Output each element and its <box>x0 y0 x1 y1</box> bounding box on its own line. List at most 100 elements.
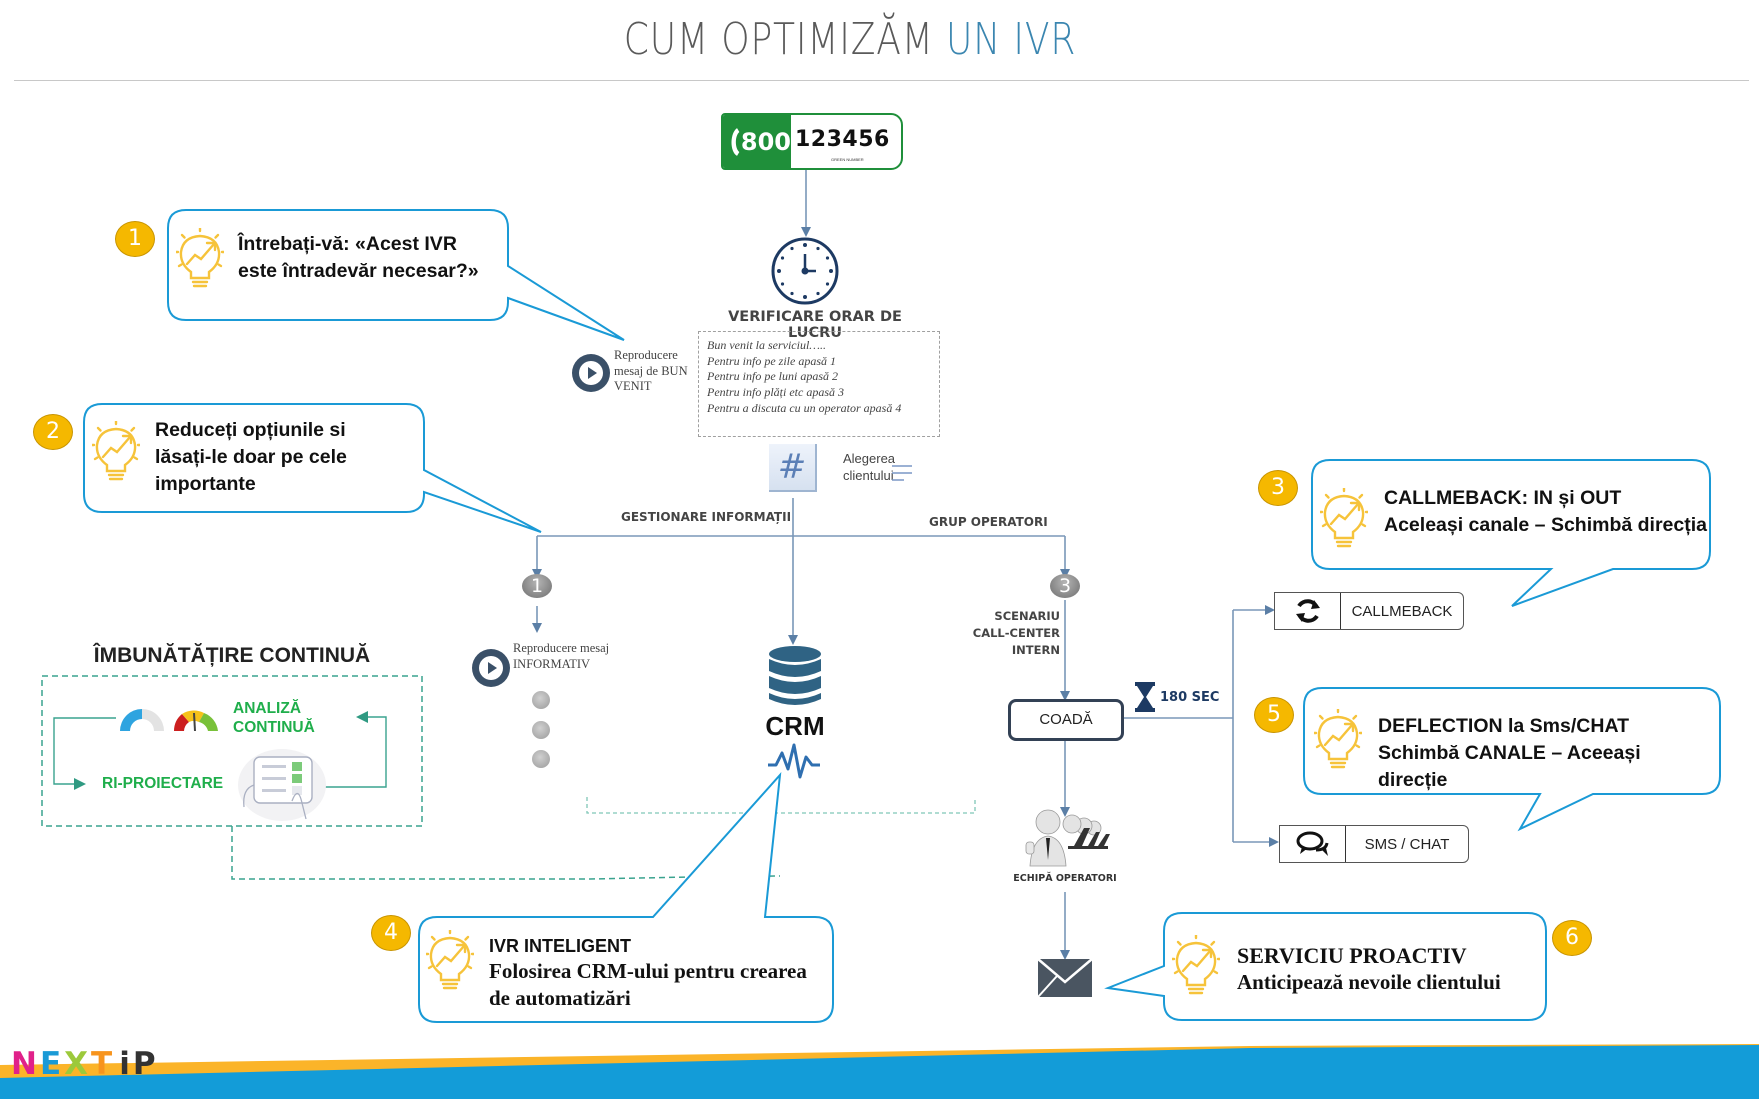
sms-chat-icon-cell <box>1280 826 1346 862</box>
callout-badge-2: 2 <box>33 414 73 450</box>
more-options-dot <box>532 691 550 709</box>
callmeback-icon-cell <box>1275 593 1341 629</box>
improvement-title: ÎMBUNĂTĂȚIRE CONTINUĂ <box>93 644 371 667</box>
chat-icon <box>1296 831 1328 856</box>
keypad-hash-button[interactable]: # <box>769 444 817 492</box>
phone-number-badge: 800 123456 GREEN NUMBER <box>721 113 903 170</box>
queue-box[interactable]: COADĂ <box>1008 699 1124 741</box>
callout-line: SERVICIU PROACTIV <box>1237 943 1467 968</box>
analysis-label: ANALIZĂ CONTINUĂ <box>233 699 315 737</box>
ivr-menu-line: Pentru info pe zile apasă 1 <box>707 353 836 368</box>
callout-line: Reduceți opțiunile si <box>155 419 346 441</box>
callout-badge-5: 5 <box>1254 697 1294 733</box>
page-title: CUM OPTIMIZĂM UN IVR <box>153 14 1547 65</box>
phone-caption: GREEN NUMBER <box>831 157 864 162</box>
callmeback-channel[interactable]: CALLMEBACK <box>1274 592 1464 630</box>
hourglass-icon <box>1135 682 1155 712</box>
callout-shape-5 <box>1303 687 1721 832</box>
scenario-line: SCENARIU <box>994 609 1060 623</box>
scenario-label: SCENARIU CALL-CENTER INTERN <box>960 608 1060 659</box>
work-hours-label: VERIFICARE ORAR DE LUCRU <box>728 309 902 341</box>
phone-handset-icon <box>731 127 740 156</box>
callout-line: Aceleași canale – Schimbă direcția <box>1384 514 1708 536</box>
callout-line: Anticipează nevoile clientului <box>1237 970 1501 994</box>
sms-chat-channel-label: SMS / CHAT <box>1364 835 1450 853</box>
crm-label: CRM <box>765 711 825 741</box>
callout-badge-4: 4 <box>371 915 411 951</box>
list-lines-icon <box>892 465 912 481</box>
gauges-icon <box>120 709 218 732</box>
branch-number-1: 1 <box>522 574 552 598</box>
idea-bulb-icon <box>426 930 474 990</box>
footer-blue-band <box>0 1045 1759 1099</box>
envelope-icon <box>1037 958 1093 998</box>
play-icon <box>479 656 503 680</box>
callout-line: DEFLECTION la Sms/CHAT <box>1378 715 1629 737</box>
welcome-message-label: Reproducere mesaj de BUN VENIT <box>614 348 688 393</box>
crm-bracket <box>586 797 976 814</box>
callout-line: Întrebați-vă: «Acest IVR <box>238 233 457 255</box>
ivr-menu-line: Pentru info plăți etc apasă 3 <box>707 385 844 400</box>
logo-letter: P <box>132 1046 157 1082</box>
callout-shape-3 <box>1311 459 1711 607</box>
callout-line: lăsați-le doar pe cele <box>155 446 347 468</box>
scenario-line: INTERN <box>1011 643 1060 657</box>
callout-text-5: DEFLECTION la Sms/CHAT Schimbă CANALE – … <box>1378 713 1641 794</box>
analysis-line: ANALIZĂ <box>233 700 302 717</box>
logo-letter: i <box>119 1046 131 1082</box>
scenario-line: CALL-CENTER <box>972 626 1060 640</box>
callout-line: importante <box>155 473 256 495</box>
title-main: CUM OPTIMIZĂM <box>623 14 934 65</box>
callout-line: Folosirea CRM-ului pentru crearea <box>489 959 807 983</box>
loop-arrow-left <box>53 717 116 790</box>
callout-text-1: Întrebați-vă: «Acest IVR este întradevăr… <box>238 231 479 285</box>
redesign-label: RI-PROIECTARE <box>102 775 224 792</box>
idea-bulb-icon <box>92 421 140 481</box>
idea-bulb-icon <box>1320 488 1368 548</box>
more-options-dot <box>532 750 550 768</box>
hash-icon: # <box>777 447 807 487</box>
callout-shape-1 <box>167 209 625 341</box>
callmeback-channel-label: CALLMEBACK <box>1351 602 1453 620</box>
keypad-label: Alegerea clientului <box>843 451 896 483</box>
logo-letter: N <box>11 1046 38 1082</box>
ivr-menu-line: Pentru a discuta cu un operator apasă 4 <box>707 400 902 415</box>
idea-bulb-icon <box>1314 709 1362 769</box>
ivr-menu-box: Bun venit la serviciul….. Pentru info pe… <box>698 331 940 437</box>
info-play-button[interactable] <box>472 649 510 687</box>
welcome-play-button[interactable] <box>572 354 610 392</box>
info-message-label: Reproducere mesaj INFORMATIV <box>513 641 610 671</box>
callout-line: este întradevăr necesar?» <box>238 260 479 282</box>
analysis-line: CONTINUĂ <box>233 719 315 736</box>
callout-badge-3: 3 <box>1258 470 1298 506</box>
nextip-logo: N E X T i P <box>11 1046 157 1082</box>
logo-letter: X <box>64 1046 90 1082</box>
queue-timer: 180 SEC <box>1160 690 1220 705</box>
sms-chat-channel[interactable]: SMS / CHAT <box>1279 825 1469 863</box>
callout-line: CALLMEBACK: IN și OUT <box>1384 487 1622 509</box>
operators-label: ECHIPĂ OPERATORI <box>1013 873 1117 884</box>
loop-arrow-right <box>325 711 387 788</box>
idea-bulb-icon <box>1172 935 1220 995</box>
callout-badge-1: 1 <box>115 221 155 257</box>
ivr-menu-line: Bun venit la serviciul….. <box>707 338 826 352</box>
callout-shape-6 <box>1104 912 1547 1021</box>
tablet-checklist-icon <box>238 749 326 821</box>
callout-shape-2 <box>83 403 542 533</box>
phone-number: 123456 <box>795 127 890 152</box>
callout-shape-4 <box>418 772 834 1023</box>
refresh-icon <box>1295 599 1320 623</box>
phone-prefix-block: 800 <box>723 115 791 168</box>
title-accent: UN IVR <box>946 14 1077 65</box>
operators-team-icon <box>1025 809 1110 867</box>
logo-letter: T <box>91 1046 114 1082</box>
logo-letter: E <box>39 1046 63 1082</box>
activity-wave-icon <box>768 743 820 779</box>
branch-number-3: 3 <box>1050 574 1080 598</box>
more-options-dot <box>532 721 550 739</box>
callout-line: IVR INTELIGENT <box>489 936 632 956</box>
callout-line: Schimbă CANALE – Aceeași <box>1378 742 1641 764</box>
callout-text-6: SERVICIU PROACTIV Anticipează nevoile cl… <box>1237 942 1501 996</box>
idea-bulb-icon <box>176 228 224 288</box>
